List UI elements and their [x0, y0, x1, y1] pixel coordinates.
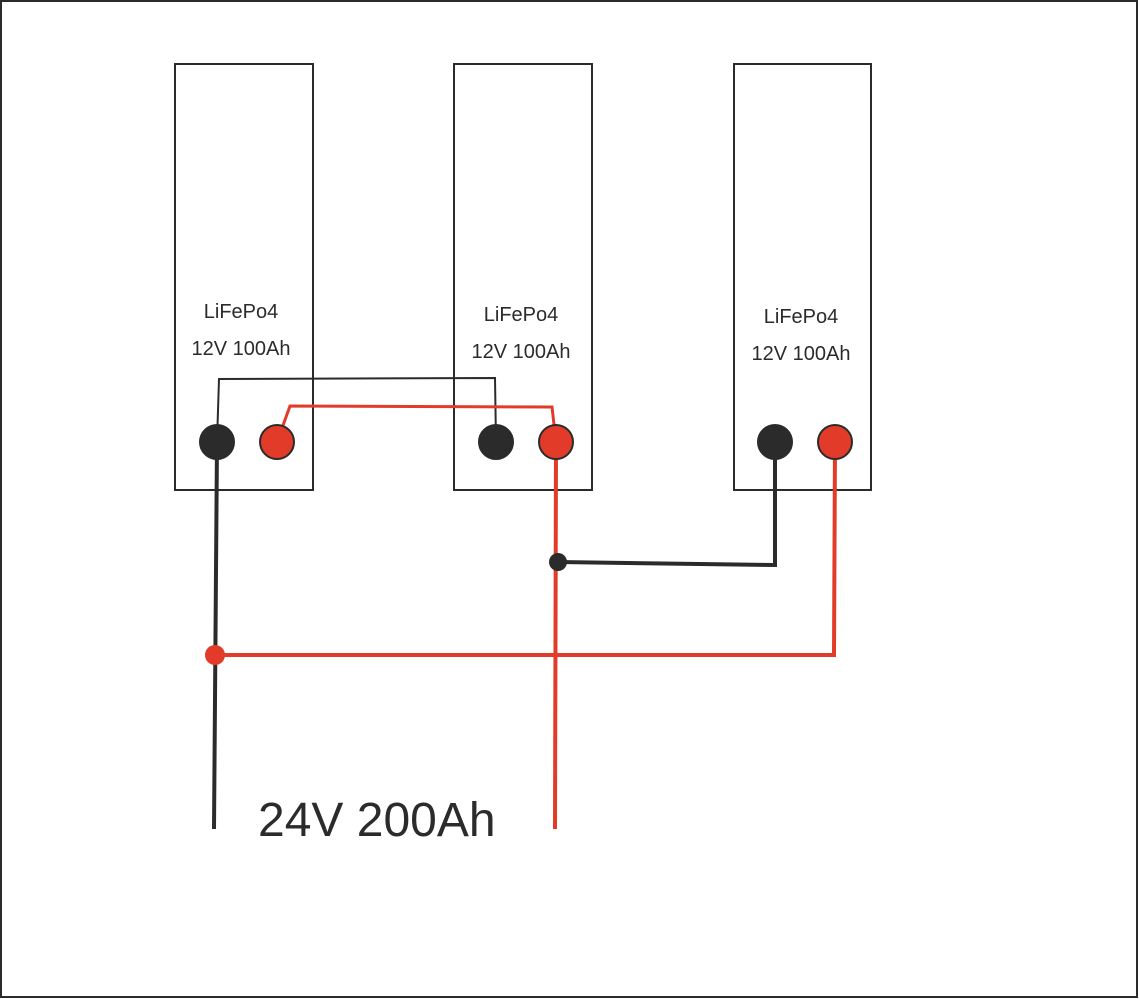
negative-junction-dot	[549, 553, 567, 571]
battery-1-rating: 12V 100Ah	[192, 338, 291, 360]
battery-3-chemistry: LiFePo4	[764, 306, 839, 328]
battery-2: LiFePo4 12V 100Ah	[453, 63, 593, 491]
battery-3-negative-wire	[557, 442, 777, 568]
positive-junction-dot	[205, 645, 225, 665]
battery-1: LiFePo4 12V 100Ah	[174, 63, 314, 491]
battery-3-negative-terminal	[757, 424, 793, 460]
series-link-negative-wire	[216, 376, 497, 443]
battery-1-chemistry: LiFePo4	[204, 301, 279, 323]
battery-3-positive-wire	[215, 441, 837, 657]
battery-1-positive-terminal	[259, 424, 295, 460]
main-negative-lead	[212, 441, 219, 830]
battery-3-positive-terminal	[817, 424, 853, 460]
battery-2-body	[453, 63, 593, 491]
battery-3-rating: 12V 100Ah	[752, 343, 851, 365]
battery-2-chemistry: LiFePo4	[484, 304, 559, 326]
battery-2-rating: 12V 100Ah	[472, 341, 571, 363]
battery-3-body	[733, 63, 872, 491]
battery-2-positive-terminal	[538, 424, 574, 460]
output-rating-label: 24V 200Ah	[258, 794, 496, 847]
battery-3: LiFePo4 12V 100Ah	[733, 63, 872, 491]
main-positive-lead	[553, 441, 558, 830]
battery-1-negative-terminal	[199, 424, 235, 460]
battery-1-body	[174, 63, 314, 491]
battery-2-negative-terminal	[478, 424, 514, 460]
